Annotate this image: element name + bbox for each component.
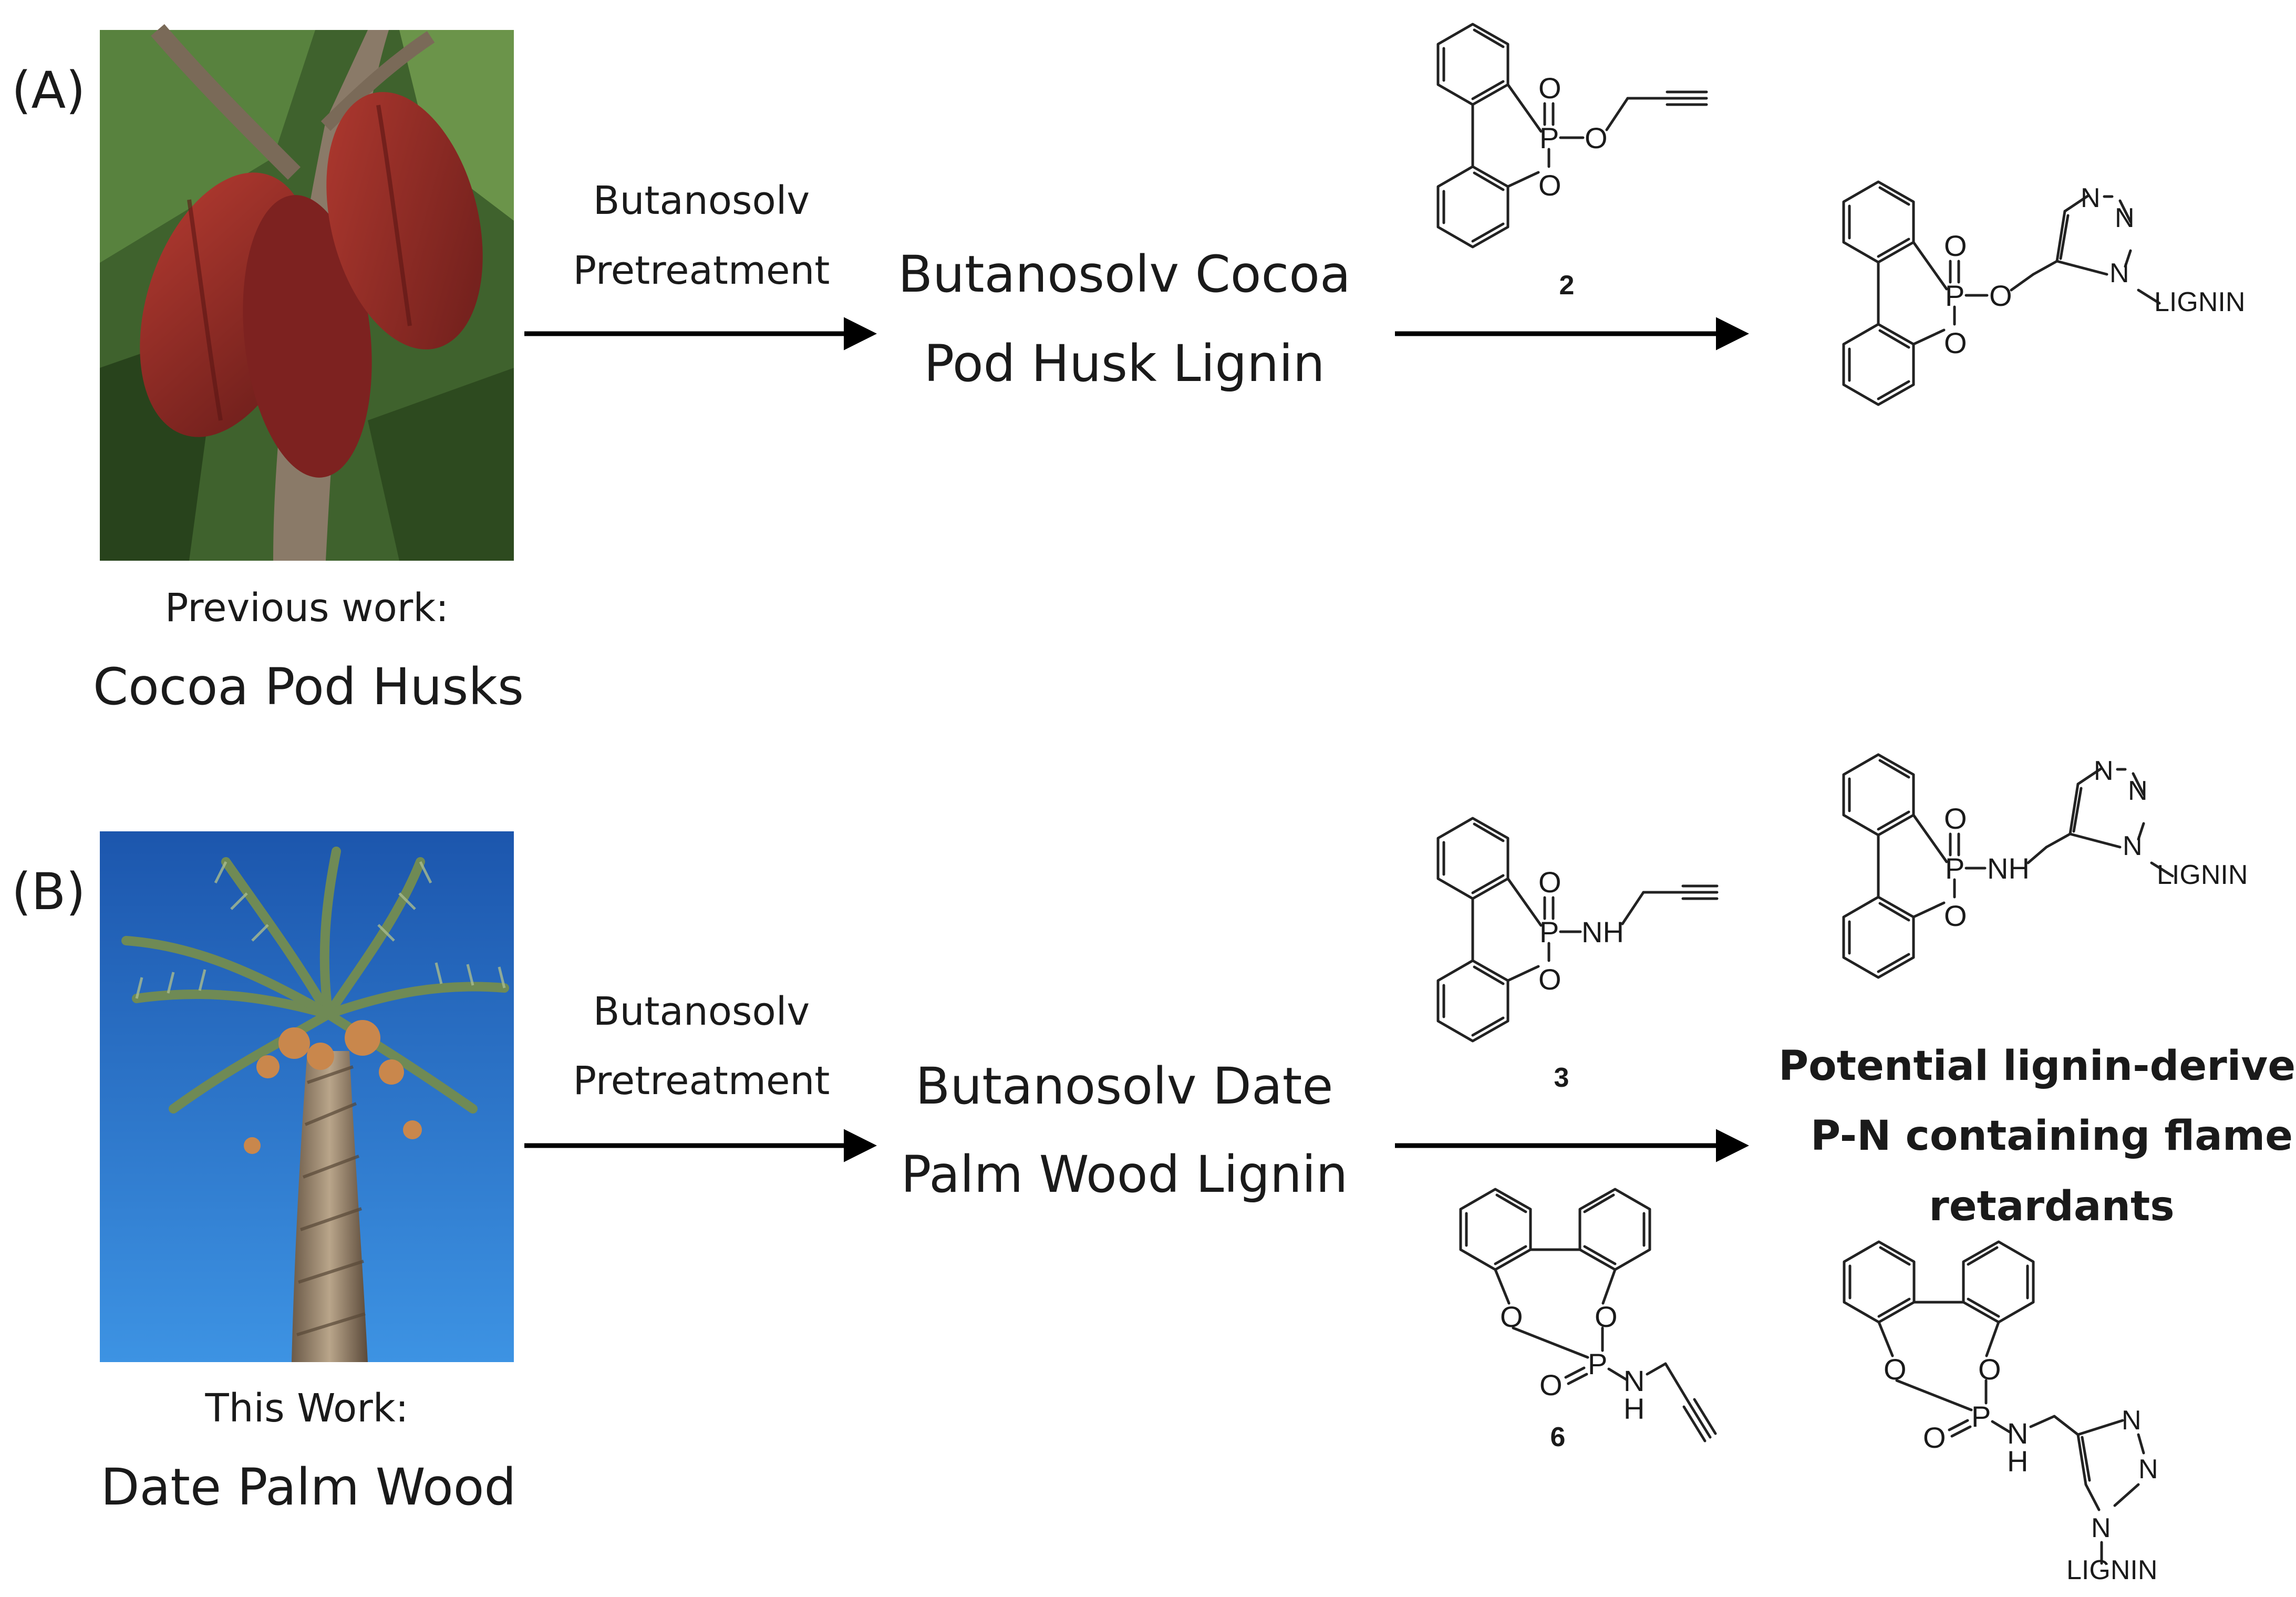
panel-a-product-line1: Butanosolv Cocoa [898,245,1351,304]
svg-text:O: O [1944,899,1967,932]
svg-text:P: P [1945,279,1964,312]
panel-b-caption-line2: Date Palm Wood [101,1458,516,1517]
reagent-2-structure: O P O O [1438,24,1708,247]
panel-a-product-line2: Pod Husk Lignin [924,334,1325,393]
svg-text:O: O [1923,1421,1946,1454]
svg-text:O: O [1944,326,1967,359]
cocoa-pod-photo [100,24,514,561]
panel-a-caption-line1: Previous work: [165,585,449,631]
svg-text:O: O [1978,1353,2001,1386]
svg-text:P: P [1539,915,1559,949]
svg-text:H: H [2007,1445,2028,1478]
svg-text:N: N [2115,203,2135,233]
svg-text:LIGNIN: LIGNIN [2066,1555,2157,1585]
svg-text:N: N [2109,258,2129,289]
phosphoryl-oxygen: O [1538,71,1561,105]
panel-b-treatment-line1: Butanosolv [593,989,810,1034]
panel-b-label: (B) [12,862,86,921]
panel-a-treatment-line1: Butanosolv [593,178,810,223]
svg-text:P: P [1945,852,1964,885]
product-b-phosphepine-structure: O O P O N H N N N LIGNIN [1844,1242,2158,1585]
product-b-dopo-structure: O P O NH N N N LIGNIN [1844,755,2248,977]
svg-text:O: O [1595,1300,1618,1333]
lignin-label: LIGNIN [2154,287,2245,317]
svg-text:N: N [2081,183,2101,213]
svg-text:P: P [1971,1400,1991,1433]
svg-text:O: O [1944,229,1967,262]
svg-text:N: N [2091,1513,2111,1543]
svg-text:P: P [1588,1347,1607,1380]
reagent-3-number: 3 [1554,1063,1569,1093]
ring-oxygen: O [1538,169,1561,202]
reagent-2-number: 2 [1559,270,1575,301]
panel-a-treatment-line2: Pretreatment [573,248,830,293]
svg-text:LIGNIN: LIGNIN [2157,860,2248,890]
svg-text:H: H [1623,1392,1645,1425]
panel-b-caption-line1: This Work: [204,1386,408,1431]
svg-text:N: N [2007,1417,2028,1450]
svg-text:N: N [2094,756,2114,786]
svg-text:NH: NH [1987,852,2030,885]
panel-b-product-line1: Butanosolv Date [916,1057,1333,1116]
svg-text:O: O [1538,963,1561,996]
svg-text:N: N [1623,1364,1645,1397]
svg-text:O: O [1539,1368,1563,1402]
product-a-structure: O P O O N N N LIGNIN [1844,182,2245,405]
svg-text:N: N [2138,1454,2158,1485]
date-palm-photo [100,831,514,1362]
result-line1: Potential lignin-derived [1778,1043,2296,1090]
panel-b-treatment-line2: Pretreatment [573,1058,830,1104]
svg-text:O: O [1500,1300,1523,1333]
svg-text:N: N [2122,1405,2142,1436]
svg-text:N: N [2123,831,2143,861]
panel-a-caption-line2: Cocoa Pod Husks [93,657,524,716]
panel-b-product-line2: Palm Wood Lignin [901,1145,1348,1204]
result-line2: P-N containing flame [1811,1112,2293,1160]
svg-text:O: O [1989,279,2012,312]
amine-nh: NH [1581,915,1624,949]
reagent-6-number: 6 [1550,1422,1566,1452]
reagent-6-structure: O O P O N H [1461,1189,1717,1443]
result-line3: retardants [1929,1183,2174,1230]
svg-text:O: O [1884,1353,1907,1386]
svg-text:N: N [2128,776,2148,806]
panel-a-label: (A) [12,61,86,120]
phosphorus-atom: P [1539,121,1559,154]
reagent-3-structure: O P O NH [1438,818,1719,1041]
ester-oxygen: O [1585,121,1608,154]
svg-text:O: O [1944,802,1967,835]
svg-text:O: O [1538,866,1561,899]
